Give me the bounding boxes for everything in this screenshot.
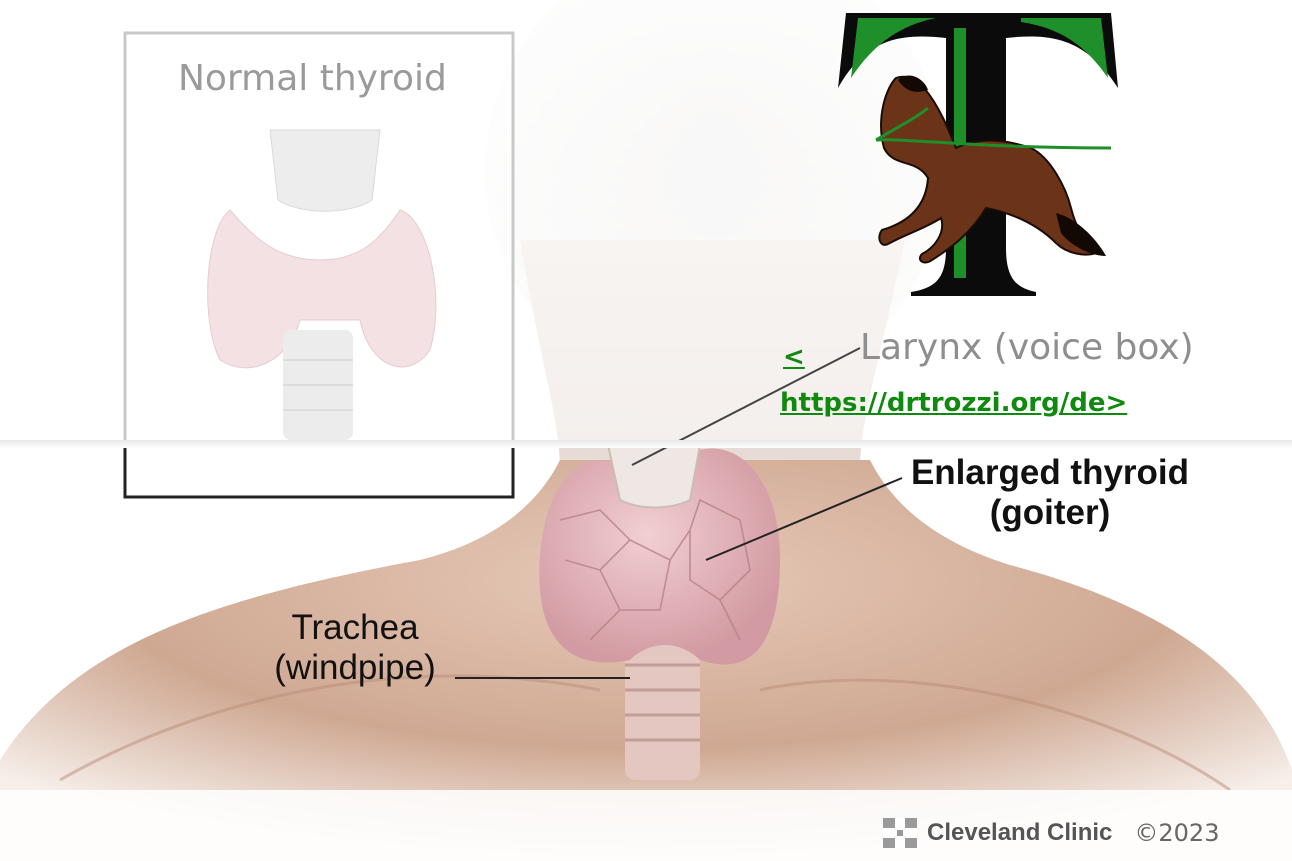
cleveland-clinic-logo-icon [883, 818, 917, 848]
trachea-line1: Trachea [240, 608, 470, 648]
inset-title: Normal thyroid [178, 58, 447, 99]
footer-copyright: ©2023 [1134, 819, 1219, 847]
enlarged-thyroid-label: Enlarged thyroid (goiter) [870, 453, 1230, 533]
footer-brand: Cleveland Clinic [927, 819, 1112, 847]
enlarged-thyroid-line1: Enlarged thyroid [870, 453, 1230, 493]
overlay-divider [0, 440, 1292, 448]
trachea-line2: (windpipe) [240, 648, 470, 688]
trachea-label: Trachea (windpipe) [240, 608, 470, 688]
larynx-label: Larynx (voice box) [860, 327, 1194, 368]
horse-letter-t-logo [836, 8, 1121, 298]
enlarged-thyroid-line2: (goiter) [870, 493, 1230, 533]
overlay-link-open[interactable]: < [783, 342, 805, 372]
overlay-link-url[interactable]: https://drtrozzi.org/de> [780, 388, 1127, 418]
footer-credit: Cleveland Clinic ©2023 [883, 818, 1219, 848]
